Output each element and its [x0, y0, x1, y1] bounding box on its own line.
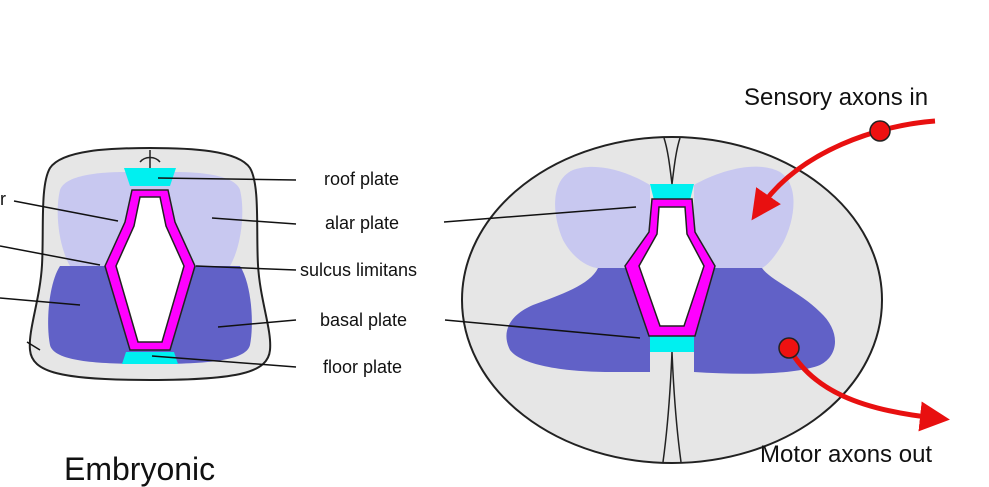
- alar-plate-label: alar plate: [325, 213, 400, 233]
- cutoff-pointer-1: [13, 200, 119, 222]
- left-alar-horn: [555, 166, 650, 268]
- motor-arrow-dot: [778, 337, 800, 359]
- motor-arrow-icon: [786, 346, 950, 432]
- embryonic-roof-plate: [124, 168, 176, 186]
- adult-floor-plate: [650, 336, 694, 352]
- embryonic-central-canal: [115, 196, 185, 343]
- floor-plate-pointer: [151, 355, 297, 368]
- cutoff-label: r: [0, 189, 6, 209]
- adult-alar-pointer: [443, 206, 637, 223]
- sensory-axons-label: Sensory axons in: [744, 84, 929, 111]
- embryonic-neural-tube: [0, 146, 297, 382]
- roof-plate-label: roof plate: [324, 169, 400, 189]
- adult-spinal-cord: [443, 118, 950, 464]
- floor-plate-label: floor plate: [323, 357, 403, 377]
- cutoff-pointer-4: [26, 341, 41, 351]
- cutoff-pointer-3: [0, 297, 81, 306]
- sensory-arrow-dot: [869, 120, 891, 142]
- dorsal-median-fissure: [663, 137, 681, 185]
- right-basal-horn: [694, 268, 835, 374]
- embryonic-title: Embryonic: [64, 451, 216, 487]
- left-basal-horn: [506, 268, 650, 372]
- alar-plate-pointer: [211, 217, 297, 225]
- ventral-median-fissure: [662, 351, 682, 463]
- basal-plate-label: basal plate: [320, 310, 408, 330]
- motor-axons-label: Motor axons out: [760, 441, 933, 468]
- basal-plate-pointer: [217, 319, 297, 328]
- cutoff-pointer-2: [0, 245, 101, 266]
- roof-plate-pointer: [157, 177, 297, 181]
- adult-roof-plate: [650, 184, 694, 200]
- adult-central-canal: [638, 206, 705, 327]
- sensory-arrow-icon: [751, 118, 936, 221]
- adult-basal-pointer: [444, 319, 641, 339]
- sulcus-limitans-label: sulcus limitans: [300, 260, 418, 280]
- neural-tube-diagram: [0, 118, 950, 464]
- embryonic-floor-plate: [122, 352, 178, 364]
- sulcus-limitans-pointer: [195, 265, 297, 271]
